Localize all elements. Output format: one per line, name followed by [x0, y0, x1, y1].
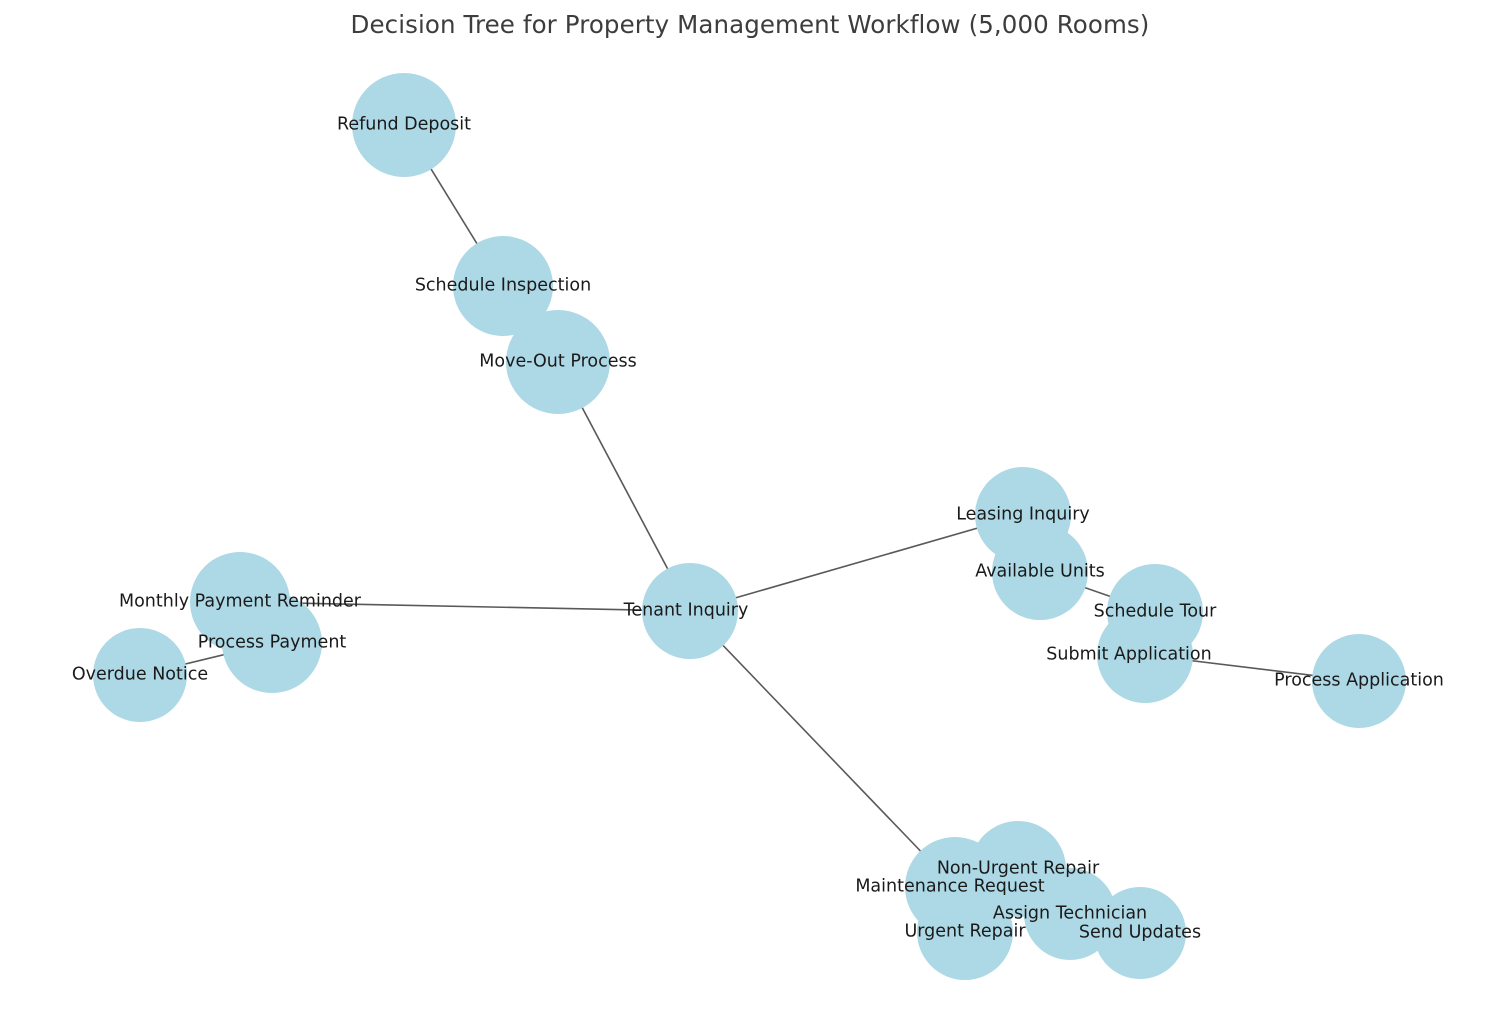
graph-node-assign-technician[interactable]	[1024, 868, 1116, 960]
graph-node-available-units[interactable]	[992, 524, 1088, 620]
graph-node-send-updates[interactable]	[1094, 887, 1186, 979]
graph-node-tenant-inquiry[interactable]	[642, 563, 738, 659]
graph-node-process-payment[interactable]	[222, 593, 322, 693]
graph-node-move-out-process[interactable]	[506, 310, 610, 414]
node-layer	[93, 73, 1406, 980]
page-title: Decision Tree for Property Management Wo…	[350, 10, 1150, 39]
graph-edge	[239, 601, 691, 612]
edge-layer	[139, 124, 1360, 934]
graph-node-urgent-repair[interactable]	[917, 884, 1013, 980]
graph-node-overdue-notice[interactable]	[93, 628, 187, 722]
graph-node-submit-application[interactable]	[1097, 607, 1193, 703]
graph-edge	[689, 610, 956, 888]
graph-node-process-application[interactable]	[1312, 634, 1406, 728]
graph-edge	[689, 514, 1024, 612]
graph-node-refund-deposit[interactable]	[352, 73, 456, 177]
graph-node-schedule-inspection[interactable]	[453, 236, 553, 336]
